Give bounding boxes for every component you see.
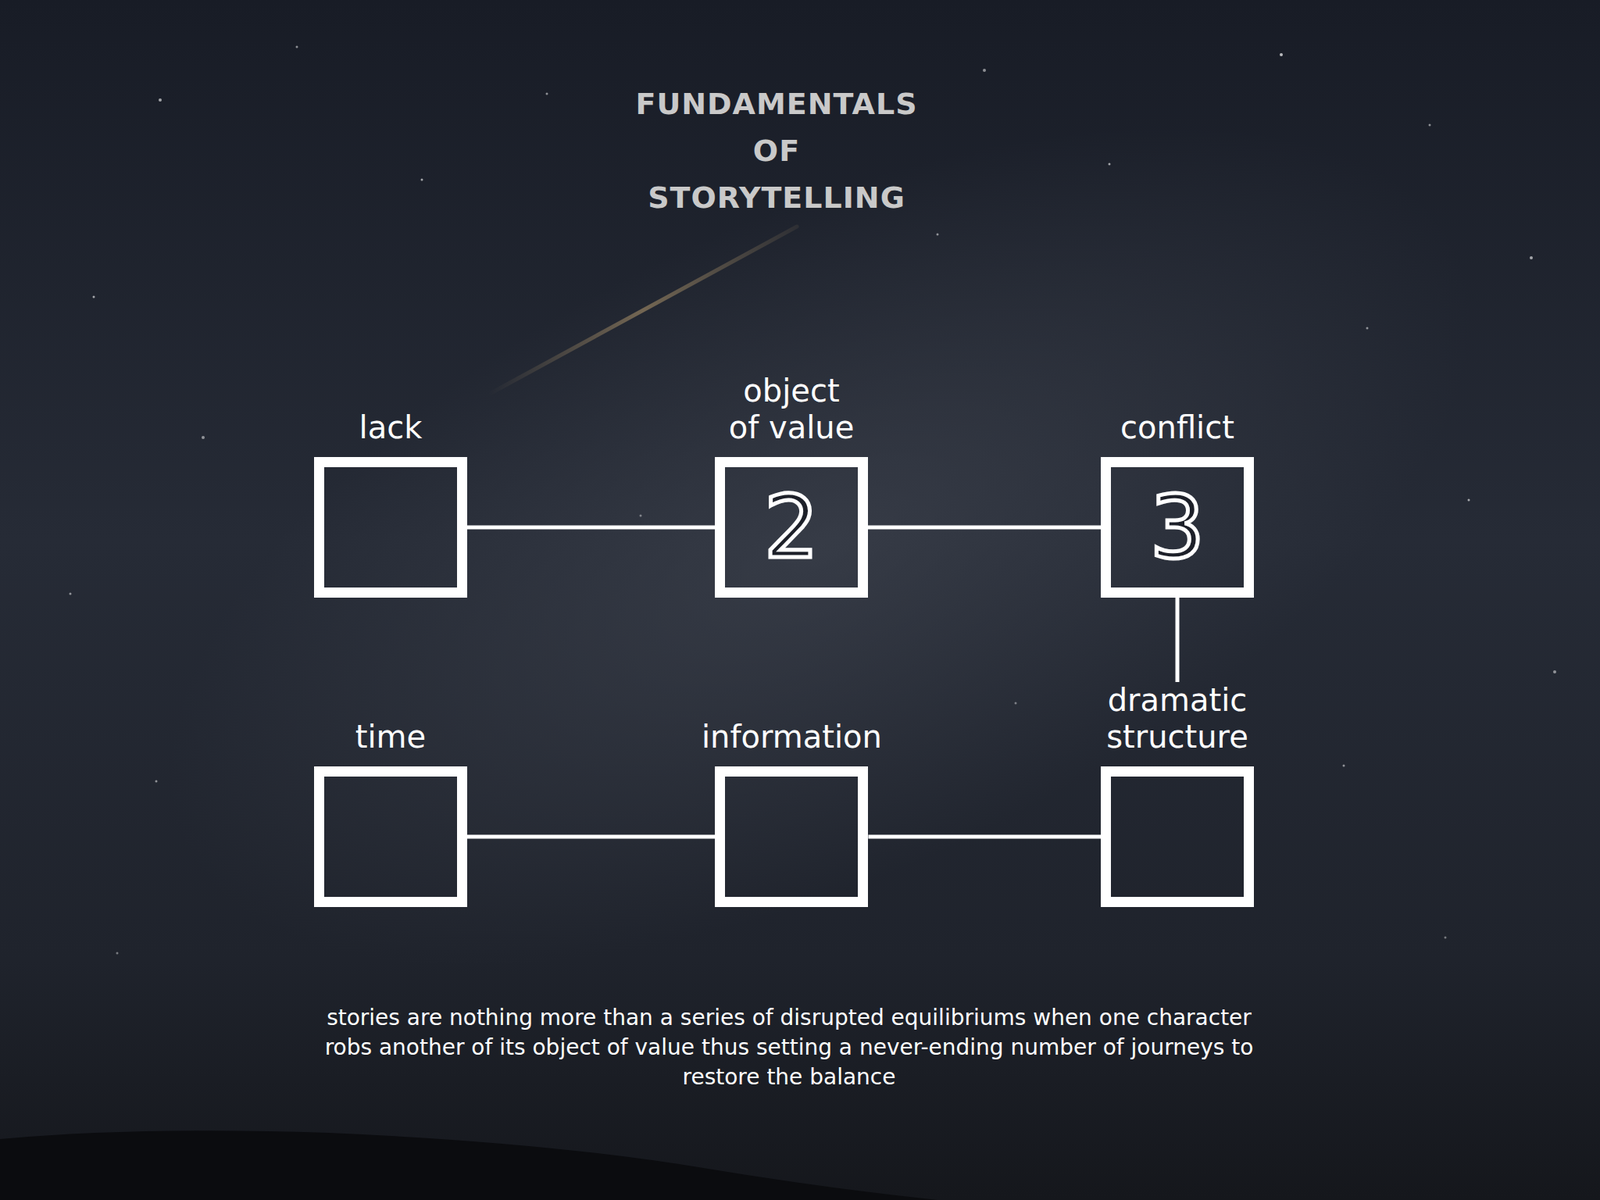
connector-line	[867, 525, 1101, 530]
story-node: object of value 2	[714, 372, 868, 598]
step-label: lack	[359, 409, 423, 447]
story-node: lack	[314, 409, 468, 598]
step-label: conflict	[1120, 409, 1235, 447]
step-label: time	[355, 718, 426, 756]
step-label: dramatic structure	[1099, 682, 1256, 756]
story-node: conflict 3	[1100, 409, 1254, 598]
step-label: information	[701, 718, 883, 756]
story-node: time	[314, 718, 468, 908]
step-number: 3	[1150, 484, 1205, 571]
story-box	[314, 766, 468, 908]
connector-line	[867, 835, 1101, 840]
story-box	[314, 457, 468, 598]
diagram-caption: stories are nothing more than a series o…	[324, 1003, 1254, 1093]
story-box	[1100, 766, 1254, 908]
connector-line	[467, 525, 715, 530]
diagram-title: FUNDAMENTALS OF STORYTELLING	[635, 80, 918, 222]
connector-line	[467, 835, 715, 840]
connector-line	[1175, 597, 1180, 683]
story-box: 2	[714, 457, 868, 598]
story-box	[714, 766, 868, 908]
step-number: 2	[764, 484, 819, 571]
story-node: information	[701, 718, 883, 908]
story-box: 3	[1100, 457, 1254, 598]
step-label: object of value	[725, 372, 858, 447]
story-node: dramatic structure	[1099, 682, 1256, 908]
